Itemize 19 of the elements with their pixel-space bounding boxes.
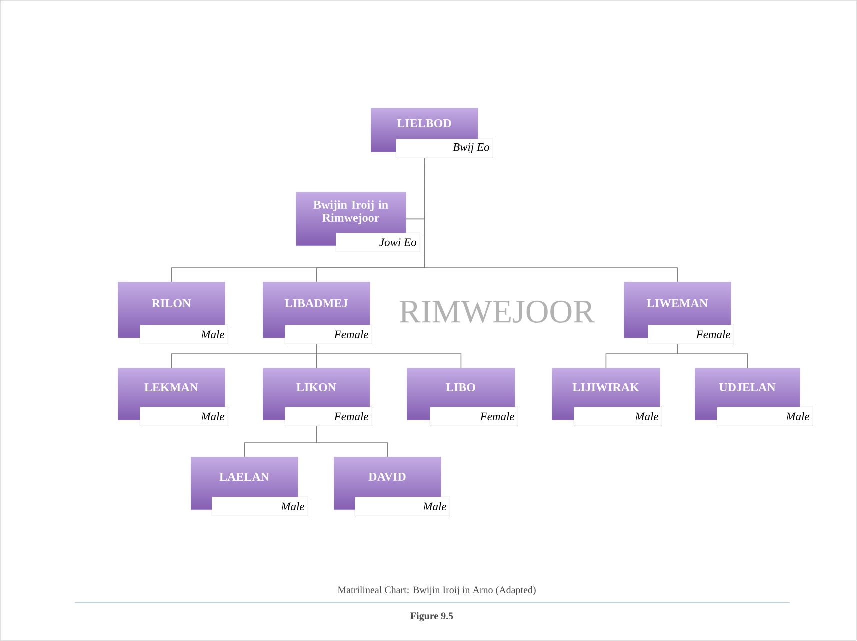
person-box: LIKON Female	[263, 368, 372, 426]
person-box: DAVID Male	[334, 457, 450, 516]
person-box: LIBO Female	[407, 368, 518, 426]
person-box: LIBADMEJ Female	[263, 282, 372, 344]
person-box: LEKMAN Male	[118, 368, 228, 426]
person-box: LIJIWIRAK Male	[552, 368, 662, 426]
person-box: LAELAN Male	[191, 457, 308, 516]
person-box: Bwijin Iroij in Rimwejoor Jowi Eo	[296, 192, 420, 252]
person-box: UDJELAN Male	[695, 368, 814, 426]
connector-line	[424, 158, 678, 282]
figure-number: Figure 9.5	[410, 612, 454, 622]
connector-line	[316, 426, 388, 458]
person-box: RILON Male	[118, 282, 228, 344]
connector-line	[677, 344, 748, 368]
person-box: LIELBOD Bwij Eo	[371, 108, 494, 158]
background-heading: RIMWEJOOR	[400, 300, 596, 324]
caption: Matrilineal Chart: Bwijin Iroij in Arno (Adapted)	[338, 586, 536, 596]
person-box: LIWEMAN Female	[624, 282, 734, 344]
connector-line	[316, 344, 462, 368]
